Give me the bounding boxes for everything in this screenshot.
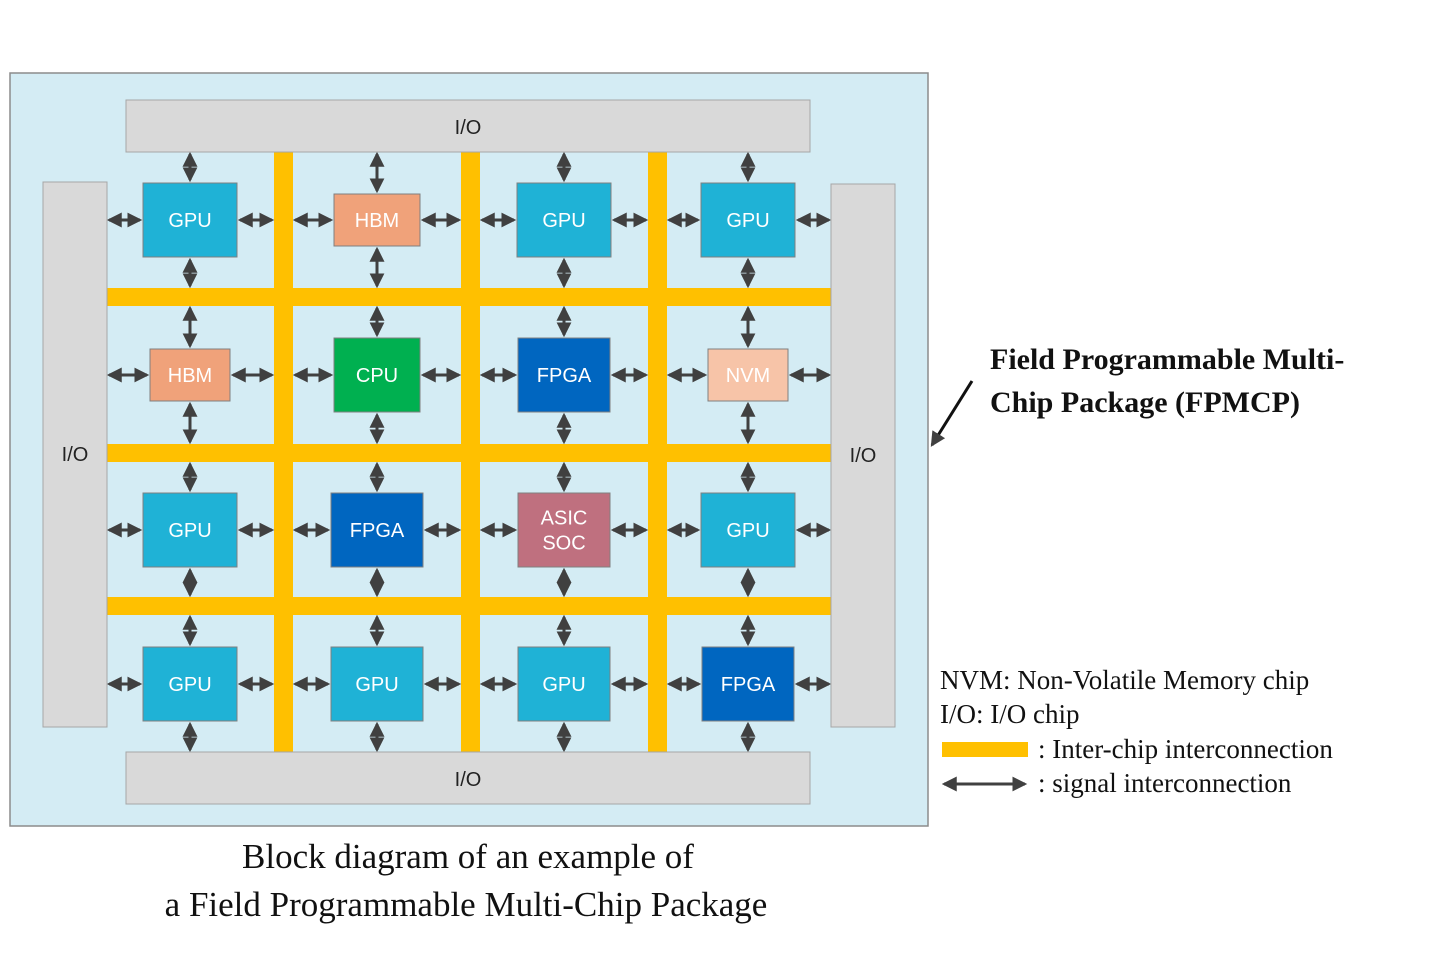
chip-gpu-label: GPU <box>726 210 769 232</box>
chip-fpga: FPGA <box>330 492 424 568</box>
chip-fpga-label: FPGA <box>350 520 405 542</box>
chip-nvm-label: NVM <box>726 365 770 387</box>
io-chip-bottom-label: I/O <box>455 769 482 791</box>
signal-interconnection-arrows <box>106 151 832 753</box>
chip-gpu: GPU <box>516 182 612 258</box>
chip-fpga: FPGA <box>517 337 611 413</box>
io-chip-left-label: I/O <box>62 444 89 466</box>
chip-hbm-box <box>333 193 421 247</box>
chip-cpu-box <box>333 337 421 413</box>
chip-hbm-label: HBM <box>355 210 399 232</box>
chip-nvm-box <box>707 348 789 402</box>
chip-fpga-label: FPGA <box>537 365 592 387</box>
title-line-1: Field Programmable Multi- <box>990 343 1344 376</box>
legend: NVM: Non-Volatile Memory chip I/O: I/O c… <box>940 665 1333 798</box>
chip-asic-soc: ASIC SOC <box>517 492 611 568</box>
chip-cpu: CPU <box>333 337 421 413</box>
chip-gpu-label: GPU <box>168 674 211 696</box>
chip-gpu-box <box>330 646 424 722</box>
legend-signal: : signal interconnection <box>1038 768 1292 798</box>
chip-hbm: HBM <box>149 348 231 402</box>
chip-cpu-label: CPU <box>356 365 398 387</box>
inter-chip-interconnection-buses <box>107 152 831 752</box>
legend-io: I/O: I/O chip <box>940 699 1079 729</box>
chip-gpu-box <box>142 492 238 568</box>
chip-gpu-label: GPU <box>542 210 585 232</box>
chip-gpu-box <box>142 182 238 258</box>
bus-horizontal-1 <box>107 288 831 306</box>
caption-line-2: a Field Programmable Multi-Chip Package <box>165 885 768 924</box>
io-chip-top-label: I/O <box>455 117 482 139</box>
chip-gpu-label: GPU <box>168 210 211 232</box>
io-chip-right-label: I/O <box>850 445 877 467</box>
chip-hbm: HBM <box>333 193 421 247</box>
caption: Block diagram of an example of a Field P… <box>165 837 768 924</box>
chip-gpu: GPU <box>142 646 238 722</box>
caption-line-1: Block diagram of an example of <box>242 837 694 876</box>
chip-asic-soc-label: SOC <box>542 533 585 555</box>
chip-gpu-box <box>700 492 796 568</box>
chip-gpu: GPU <box>517 646 611 722</box>
bus-horizontal-3 <box>107 597 831 615</box>
io-chip-left <box>42 181 108 728</box>
chip-asic-soc-label: ASIC <box>541 508 588 530</box>
chip-fpga-box <box>517 337 611 413</box>
io-chip-top <box>125 99 811 153</box>
legend-bus-swatch <box>942 742 1028 757</box>
title-pointer-arrow <box>930 380 974 447</box>
io-chip-bottom <box>125 751 811 805</box>
chip-gpu: GPU <box>142 492 238 568</box>
chip-asic-soc-box <box>517 492 611 568</box>
chip-gpu-label: GPU <box>726 520 769 542</box>
chip-grid: GPU HBM GPU GPU HBM CPU FPGA NVM GPU FPGA ASIC SOC G… <box>142 182 796 722</box>
chip-gpu: GPU <box>700 182 796 258</box>
chip-hbm-label: HBM <box>168 365 212 387</box>
chip-fpga-box <box>330 492 424 568</box>
chip-gpu-box <box>700 182 796 258</box>
chip-gpu-label: GPU <box>168 520 211 542</box>
chip-gpu: GPU <box>142 182 238 258</box>
chip-gpu-label: GPU <box>542 674 585 696</box>
legend-nvm: NVM: Non-Volatile Memory chip <box>940 665 1309 695</box>
chip-gpu: GPU <box>700 492 796 568</box>
chip-gpu-box <box>142 646 238 722</box>
bus-horizontal-2 <box>107 444 831 462</box>
chip-fpga-box <box>701 646 795 722</box>
chip-fpga-label: FPGA <box>721 674 776 696</box>
fpmcp-title: Field Programmable Multi- Chip Package (… <box>990 343 1344 419</box>
chip-gpu-label: GPU <box>355 674 398 696</box>
io-chips: I/O I/O I/O I/O <box>42 99 896 805</box>
io-chip-right <box>830 183 896 728</box>
chip-nvm: NVM <box>707 348 789 402</box>
title-line-2: Chip Package (FPMCP) <box>990 386 1300 419</box>
chip-gpu-box <box>516 182 612 258</box>
chip-gpu: GPU <box>330 646 424 722</box>
chip-hbm-box <box>149 348 231 402</box>
legend-bus: : Inter-chip interconnection <box>1038 734 1333 764</box>
chip-gpu-box <box>517 646 611 722</box>
chip-fpga: FPGA <box>701 646 795 722</box>
